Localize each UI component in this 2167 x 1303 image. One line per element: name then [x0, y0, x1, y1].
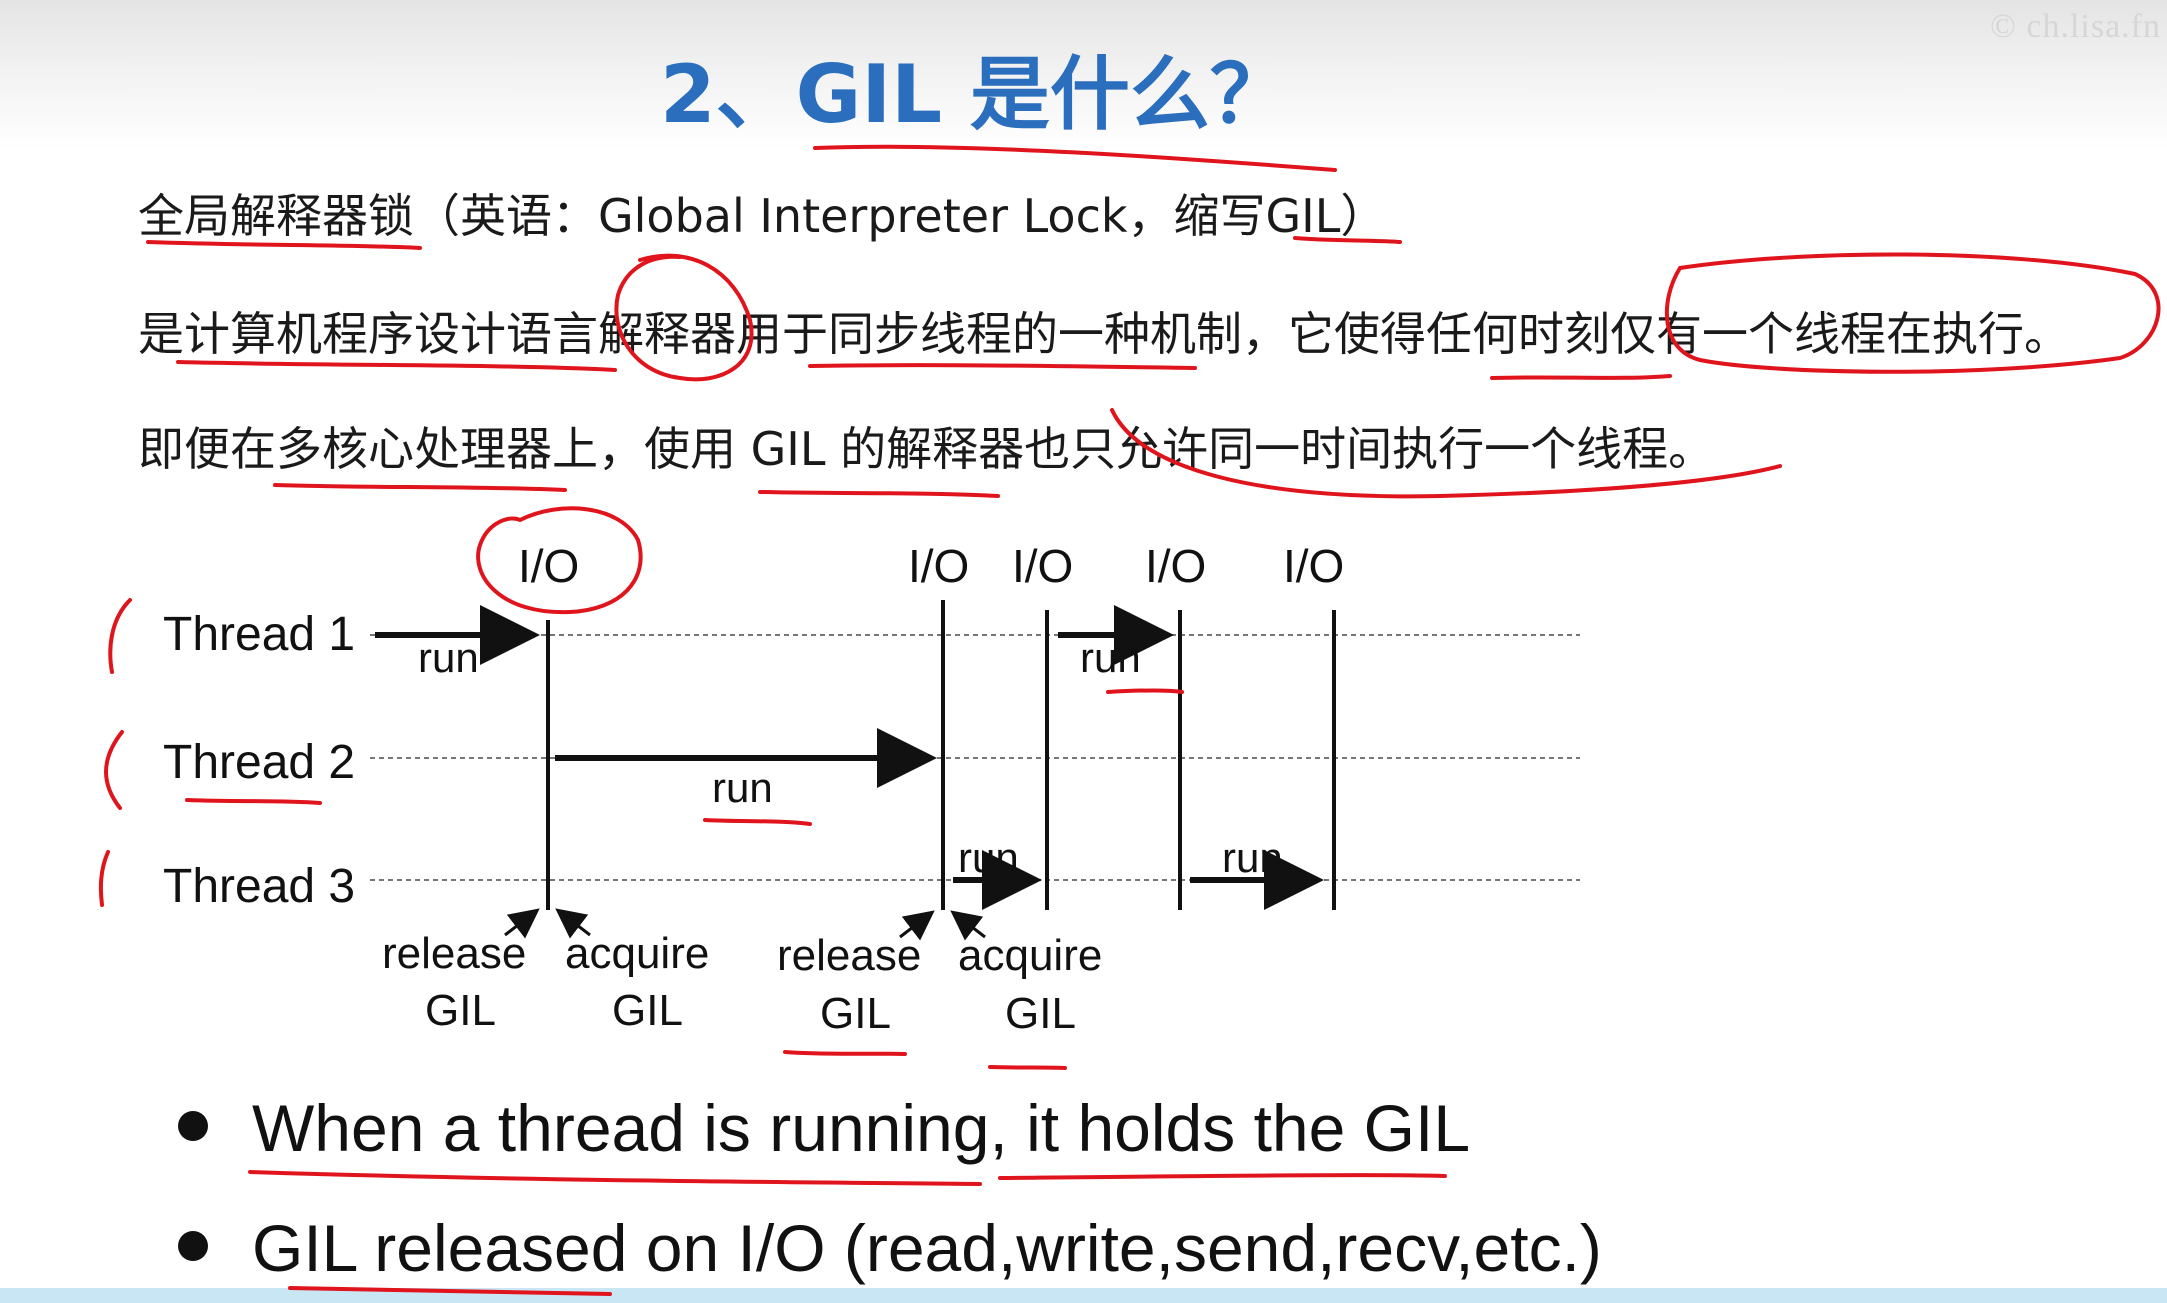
thread-3-label: Thread 3 — [163, 860, 355, 913]
io-label-2: I/O — [908, 540, 969, 592]
uses-gil-underline — [758, 490, 1000, 498]
acquire-gil-underline — [988, 1065, 1067, 1070]
acquire-label-1: acquire — [565, 929, 709, 978]
thread-1-bracket — [108, 598, 132, 674]
interpreter-circle — [614, 253, 754, 382]
run-thread1-underline — [1106, 688, 1184, 694]
release-label-1: release — [382, 929, 526, 978]
release-gil-label-1: GIL — [425, 986, 496, 1035]
run-label-3: run — [1080, 634, 1141, 681]
language-underline — [176, 360, 617, 372]
paragraph-definition: 全局解释器锁（英语：Global Interpreter Lock，缩写GIL） — [138, 189, 1387, 243]
run-label-1: run — [418, 634, 479, 681]
bullet-1-underline-a — [248, 1170, 982, 1186]
acquire-gil-label-1: GIL — [612, 986, 683, 1035]
title-underline — [813, 144, 1337, 172]
thread-2-bracket — [104, 730, 124, 810]
gil-abbrev-underline — [1293, 236, 1402, 244]
run-label-2: run — [712, 764, 773, 811]
multicore-underline — [273, 483, 567, 492]
io-label-5: I/O — [1283, 540, 1344, 592]
sync-threads-underline — [808, 363, 1197, 370]
run-label-5: run — [1222, 834, 1283, 881]
io-label-3: I/O — [1012, 540, 1073, 592]
slide-title: 2、GIL 是什么？ — [660, 48, 1290, 141]
io-label-1: I/O — [518, 540, 579, 592]
bullet-1-underline-b — [998, 1173, 1447, 1180]
bullet-item-holds-gil: When a thread is running, it holds the G… — [178, 1090, 1470, 1166]
bullet-text-2: GIL released on I/O (read,write,send,rec… — [252, 1211, 1602, 1285]
one-thread-swoosh — [1110, 408, 1782, 499]
any-time-underline — [1490, 374, 1672, 380]
paragraph-multicore: 即便在多核心处理器上，使用 GIL 的解释器也只允许同一时间执行一个线程。 — [138, 422, 1715, 476]
acquire-arrow-2 — [950, 910, 986, 941]
bullet-text-1: When a thread is running, it holds the G… — [252, 1091, 1471, 1165]
paragraph-mechanism: 是计算机程序设计语言解释器用于同步线程的一种机制，它使得任何时刻仅有一个线程在执… — [138, 307, 2070, 361]
first-io-circle — [476, 506, 643, 615]
release-label-2: release — [777, 931, 921, 980]
only-one-thread-circle — [1664, 252, 2161, 374]
acquire-label-2: acquire — [958, 931, 1102, 980]
thread-1-label: Thread 1 — [163, 608, 355, 661]
acquire-arrow-1 — [555, 908, 591, 939]
bullet-dot-icon — [178, 1110, 208, 1141]
release-arrow-1 — [504, 908, 540, 939]
release-arrow-2 — [899, 910, 935, 941]
release-gil-underline — [783, 1050, 907, 1056]
release-gil-label-2: GIL — [820, 989, 891, 1038]
thread-2-underline — [185, 798, 322, 805]
io-label-4: I/O — [1145, 540, 1206, 592]
thread-2-label: Thread 2 — [163, 736, 355, 789]
acquire-gil-label-2: GIL — [1005, 989, 1076, 1038]
bullet-dot-icon — [178, 1230, 208, 1261]
thread-3-bracket — [98, 850, 110, 907]
run-label-4: run — [958, 834, 1019, 881]
gil-term-underline — [146, 240, 422, 250]
run-thread2-underline — [703, 818, 812, 826]
header-background — [0, 0, 2167, 150]
watermark: © ch.lisa.fn — [1990, 8, 2161, 45]
bullet-item-released-io: GIL released on I/O (read,write,send,rec… — [178, 1210, 1602, 1286]
bullet-2-underline — [288, 1286, 612, 1296]
